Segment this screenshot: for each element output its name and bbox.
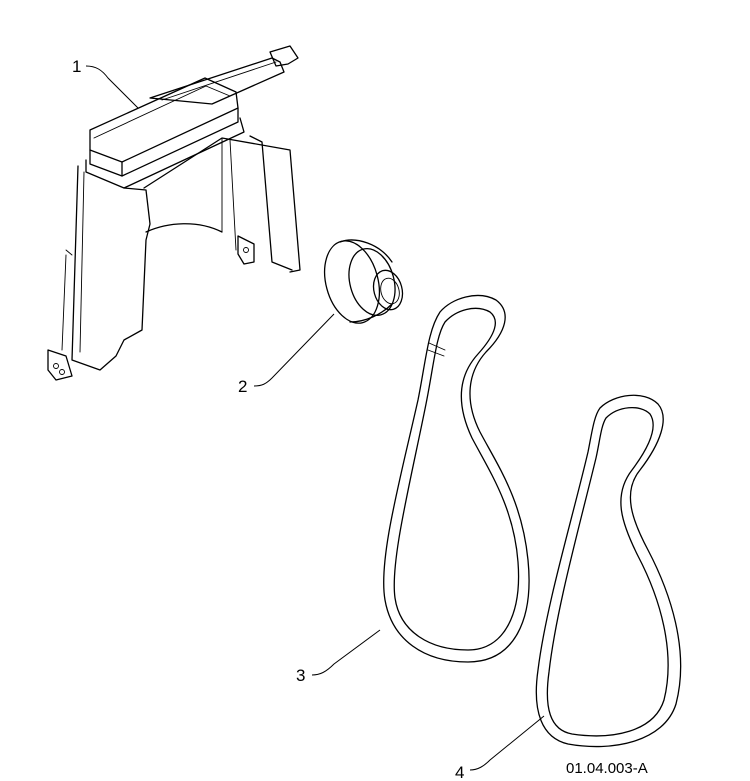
callout-2: 2: [238, 377, 247, 396]
callout-4: 4: [455, 763, 464, 781]
leader-line-2: [253, 313, 335, 387]
leader-line-3: [311, 629, 381, 676]
leader-line-1: [85, 65, 139, 109]
callout-3: 3: [296, 666, 305, 685]
callout-1: 1: [72, 57, 81, 76]
part-4-belt: [535, 394, 682, 748]
reference-code: 01.04.003-A: [566, 760, 648, 777]
part-1-belt-cover: [47, 45, 301, 381]
part-3-belt: [383, 294, 530, 663]
leader-line-4: [469, 715, 545, 771]
part-2-pulley: [323, 239, 404, 324]
